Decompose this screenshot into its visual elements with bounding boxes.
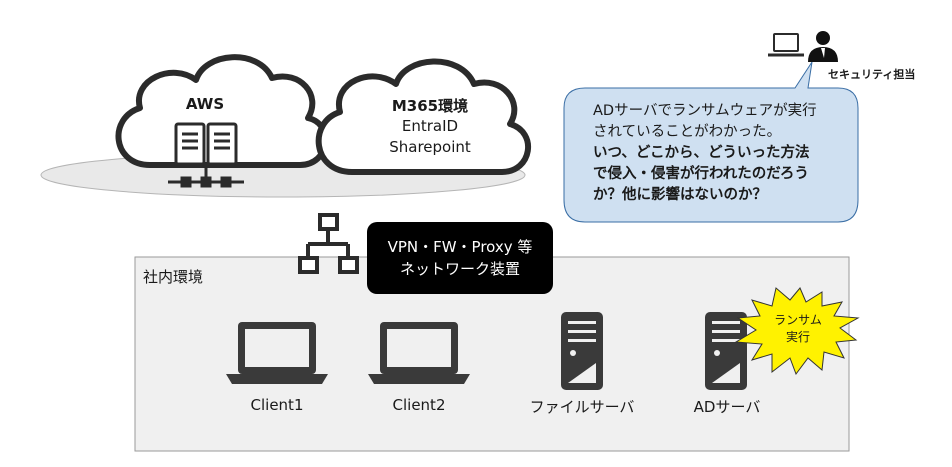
ransom-burst-line-2: 実行 (785, 330, 810, 344)
starburst-icon (734, 287, 860, 376)
speech-bubble-text: ADサーバでランサムウェアが実行 されていることがわかった。 いつ、どこから、ど… (593, 101, 853, 206)
m365-cloud-title: M365環境 (391, 97, 469, 115)
file-server-tower-icon (561, 312, 603, 390)
laptop-icon (768, 33, 804, 57)
bubble-line-1: ADサーバでランサムウェアが実行 (593, 103, 817, 119)
client2-label: Client2 (392, 396, 446, 414)
aws-cloud-shape (115, 54, 329, 168)
ransom-burst-line-1: ランサム (774, 313, 822, 327)
client1-label: Client1 (250, 396, 304, 414)
bubble-bold-line-1: いつ、どこから、どういった方法 (593, 145, 810, 161)
client2-laptop-icon (368, 322, 470, 384)
speech-bubble (563, 61, 859, 223)
security-staff-label: セキュリティ担当 (828, 68, 916, 81)
network-switch-icon (298, 213, 359, 274)
server-rack-icon (168, 122, 244, 188)
aws-cloud-title: AWS (185, 95, 225, 113)
network-device-box: VPN・FW・Proxy 等 ネットワーク装置 (367, 222, 553, 294)
bubble-line-2: されていることがわかった。 (593, 124, 782, 140)
network-device-line-2: ネットワーク装置 (399, 260, 520, 278)
m365-cloud-line-1: EntraID (401, 117, 459, 135)
network-device-line-1: VPN・FW・Proxy 等 (387, 238, 533, 256)
client1-laptop-icon (226, 322, 328, 384)
bubble-bold-line-3: か？他に影響はないのか？ (593, 187, 767, 203)
ad-server-tower-icon (705, 312, 747, 390)
user-icon (808, 31, 838, 62)
m365-cloud-shape (315, 58, 531, 175)
file-server-label: ファイルサーバ (529, 398, 635, 416)
bubble-bold-line-2: で侵入・侵害が行われたのだろう (593, 166, 809, 182)
internal-environment-label: 社内環境 (143, 268, 204, 286)
m365-cloud-line-2: Sharepoint (389, 138, 471, 156)
ad-server-label: ADサーバ (693, 398, 761, 416)
